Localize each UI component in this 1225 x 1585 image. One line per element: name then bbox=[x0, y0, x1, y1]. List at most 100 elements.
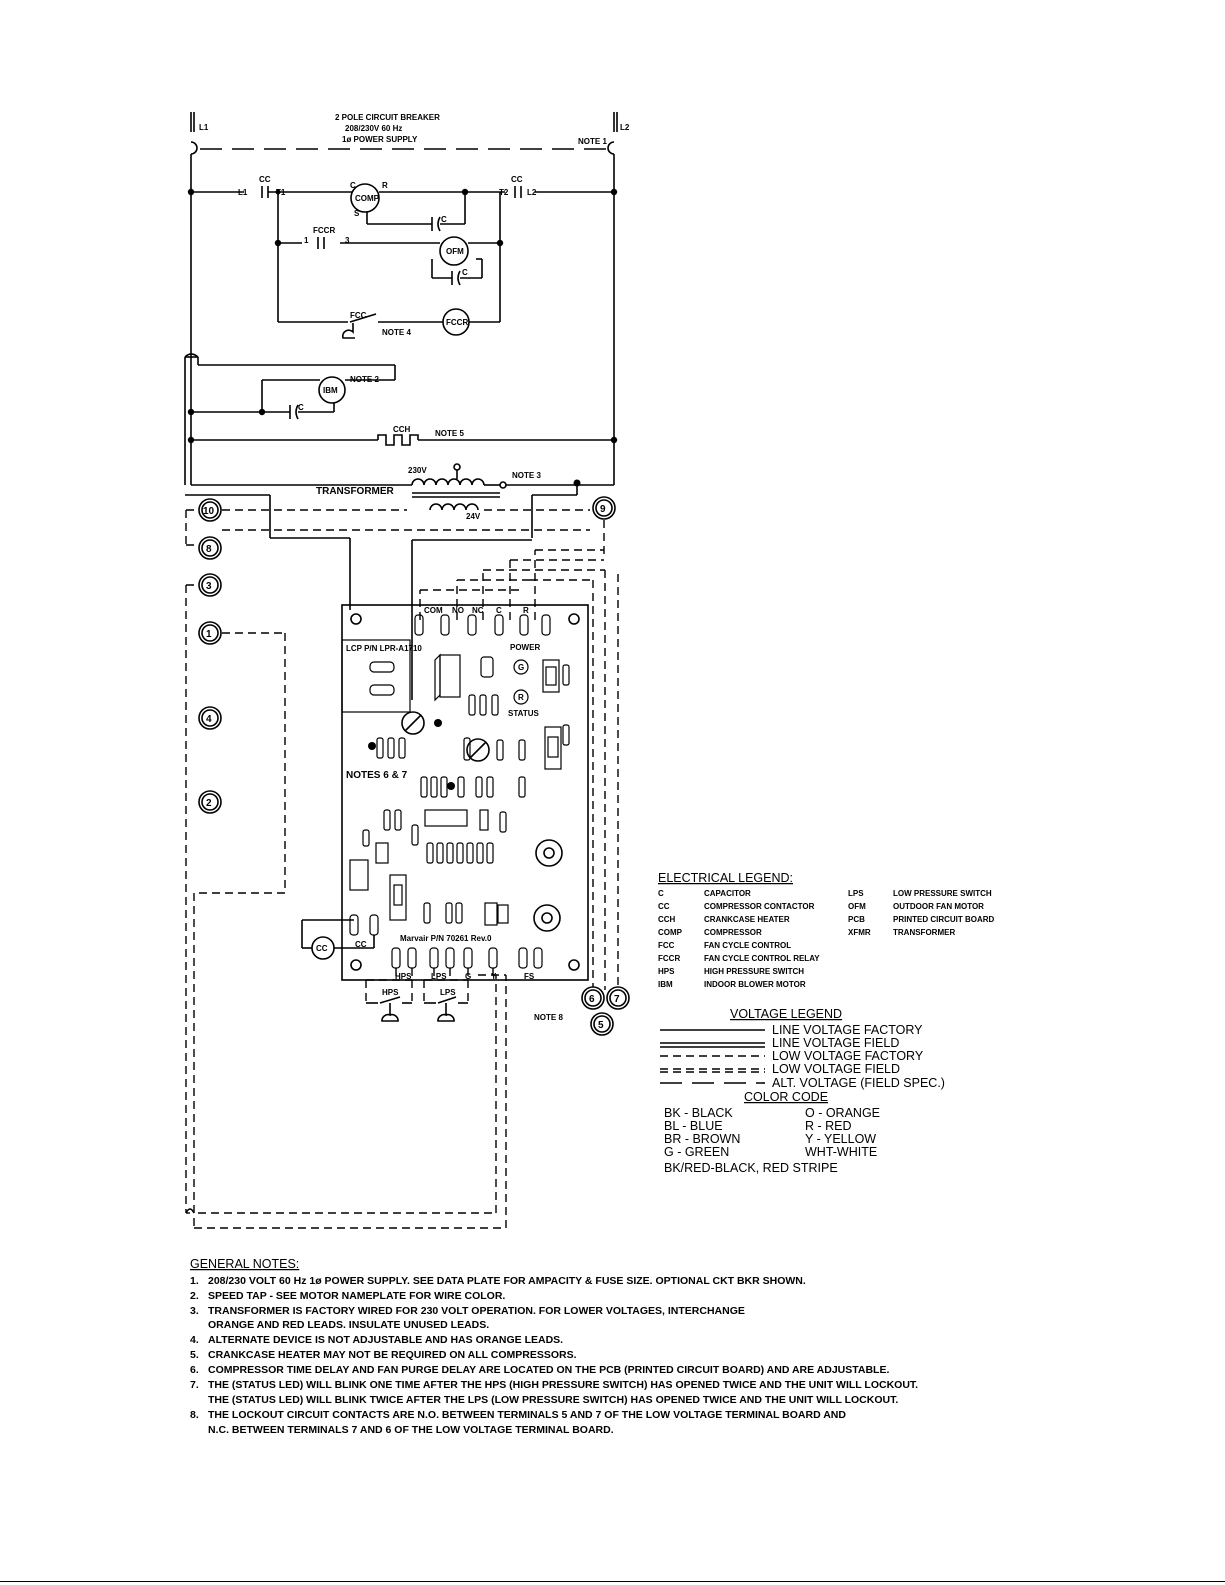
low-voltage-wiring bbox=[185, 509, 619, 1229]
ibm-label: IBM bbox=[323, 386, 338, 395]
legend-desc-fccr: FAN CYCLE CONTROL RELAY bbox=[704, 954, 820, 963]
svg-text:4: 4 bbox=[206, 714, 212, 725]
fccr-terminal-1: 1 bbox=[304, 236, 309, 245]
note-5-num: 5. bbox=[190, 1349, 199, 1361]
note1-label: NOTE 1 bbox=[578, 137, 607, 146]
voltage-legend-title: VOLTAGE LEGEND bbox=[730, 1007, 842, 1021]
note-4-num: 4. bbox=[190, 1334, 199, 1346]
color-y: Y - YELLOW bbox=[805, 1132, 876, 1146]
power-led-g: G bbox=[518, 663, 524, 672]
legend-abbr-xfmr: XFMR bbox=[848, 928, 871, 937]
legend-abbr-ofm: OFM bbox=[848, 902, 866, 911]
status-led-r: R bbox=[518, 693, 524, 702]
status-led-label: STATUS bbox=[508, 709, 539, 718]
contact-l2: L2 bbox=[527, 188, 537, 197]
legend-abbr-cch: CCH bbox=[658, 915, 676, 924]
ofm-cap-label: C bbox=[462, 268, 468, 277]
circuit-breaker-header: L1 L2 2 POLE CIRCUIT BREAKER 208/230V 60… bbox=[190, 112, 630, 192]
legend-desc-xfmr: TRANSFORMER bbox=[893, 928, 955, 937]
color-bk: BK - BLACK bbox=[664, 1106, 733, 1120]
comp-label: COMP bbox=[355, 194, 380, 203]
comp-c: C bbox=[350, 181, 356, 190]
svg-text:6: 6 bbox=[589, 994, 595, 1005]
fan-purge-dial[interactable] bbox=[533, 904, 561, 932]
fcc-label: FCC bbox=[350, 311, 367, 320]
legend-abbr-pcb: PCB bbox=[848, 915, 865, 924]
legend-desc-cch: CRANKCASE HEATER bbox=[704, 915, 790, 924]
hps-switch-label: HPS bbox=[382, 988, 399, 997]
voltage-item-line-factory: LINE VOLTAGE FACTORY bbox=[772, 1023, 923, 1037]
outdoor-fan-motor-symbol bbox=[439, 236, 469, 266]
comp-s: S bbox=[354, 209, 360, 218]
term-g: G bbox=[465, 972, 471, 981]
svg-text:1: 1 bbox=[206, 629, 212, 640]
legend-abbr-comp: COMP bbox=[658, 928, 683, 937]
terminal-board: 10 9 8 3 1 4 2 6 bbox=[198, 496, 630, 1036]
legend-abbr-fccr: FCCR bbox=[658, 954, 680, 963]
note-7-text: THE (STATUS LED) WILL BLINK ONE TIME AFT… bbox=[208, 1379, 918, 1391]
compressor-delay-dial[interactable] bbox=[535, 839, 563, 867]
relay-term-nc: NC bbox=[472, 606, 484, 615]
relay-term-no: NO bbox=[452, 606, 464, 615]
svg-text:3: 3 bbox=[206, 581, 212, 592]
l1-label: L1 bbox=[199, 123, 209, 132]
note3-label: NOTE 3 bbox=[512, 471, 541, 480]
terminal-4: 4 bbox=[198, 706, 222, 730]
term-hps: HPS bbox=[395, 972, 412, 981]
line-voltage-schematic: CC CC L1 T1 T2 L2 COMP C R S C FCCR 1 3 … bbox=[184, 175, 618, 538]
contact-l1: L1 bbox=[238, 188, 248, 197]
note-4-text: ALTERNATE DEVICE IS NOT ADJUSTABLE AND H… bbox=[208, 1334, 563, 1346]
color-r: R - RED bbox=[805, 1119, 852, 1133]
legend-desc-pcb: PRINTED CIRCUIT BOARD bbox=[893, 915, 995, 924]
note-2-text: SPEED TAP - SEE MOTOR NAMEPLATE FOR WIRE… bbox=[208, 1290, 505, 1302]
color-code: COLOR CODE BK - BLACK BL - BLUE BR - BRO… bbox=[664, 1090, 880, 1175]
legend-desc-fcc: FAN CYCLE CONTROL bbox=[704, 941, 791, 950]
l2-label: L2 bbox=[620, 123, 630, 132]
pcb-board: COM NO NC C R LCP P/N LPR-A1710 POWER G … bbox=[341, 604, 589, 981]
fccr-terminal-3: 3 bbox=[345, 236, 350, 245]
cc-contact-right-label: CC bbox=[511, 175, 523, 184]
v24-label: 24V bbox=[466, 512, 481, 521]
ofm-label: OFM bbox=[446, 247, 464, 256]
pcb-relay-terminals: COM NO NC C R bbox=[414, 606, 551, 636]
legend-abbr-fcc: FCC bbox=[658, 941, 675, 950]
legend-abbr-hps: HPS bbox=[658, 967, 675, 976]
terminal-2: 2 bbox=[198, 790, 222, 814]
compressor-symbol bbox=[350, 183, 380, 213]
voltage-item-low-field: LOW VOLTAGE FIELD bbox=[772, 1062, 900, 1076]
color-g: G - GREEN bbox=[664, 1145, 729, 1159]
note-8-text: THE LOCKOUT CIRCUIT CONTACTS ARE N.O. BE… bbox=[208, 1409, 846, 1421]
legend-desc-comp: COMPRESSOR bbox=[704, 928, 762, 937]
note2-label: NOTE 2 bbox=[350, 375, 379, 384]
note-6-text: COMPRESSOR TIME DELAY AND FAN PURGE DELA… bbox=[208, 1364, 889, 1376]
note-2-num: 2. bbox=[190, 1290, 199, 1302]
cch-label: CCH bbox=[393, 425, 411, 434]
ibm-cap-label: C bbox=[298, 403, 304, 412]
transformer-label: TRANSFORMER bbox=[316, 486, 395, 497]
electrical-legend-title: ELECTRICAL LEGEND: bbox=[658, 871, 793, 885]
color-wht: WHT-WHITE bbox=[805, 1145, 877, 1159]
breaker-power: 1ø POWER SUPPLY bbox=[342, 135, 418, 144]
legend-desc-c: CAPACITOR bbox=[704, 889, 751, 898]
svg-text:5: 5 bbox=[598, 1020, 604, 1031]
note-3b-text: ORANGE AND RED LEADS. INSULATE UNUSED LE… bbox=[208, 1319, 489, 1331]
term-fs: FS bbox=[524, 972, 535, 981]
terminal-8: 8 bbox=[198, 536, 222, 560]
note4-label: NOTE 4 bbox=[382, 328, 411, 337]
breaker-title: 2 POLE CIRCUIT BREAKER bbox=[335, 113, 440, 122]
svg-text:7: 7 bbox=[614, 994, 620, 1005]
svg-text:9: 9 bbox=[600, 504, 606, 515]
page-bottom-rule bbox=[0, 1581, 1225, 1582]
voltage-item-alt: ALT. VOLTAGE (FIELD SPEC.) bbox=[772, 1076, 945, 1090]
legend-desc-ofm: OUTDOOR FAN MOTOR bbox=[893, 902, 984, 911]
breaker-voltage: 208/230V 60 Hz bbox=[345, 124, 402, 133]
note-8-num: 8. bbox=[190, 1409, 199, 1421]
voltage-item-line-field: LINE VOLTAGE FIELD bbox=[772, 1036, 899, 1050]
color-br: BR - BROWN bbox=[664, 1132, 740, 1146]
v230-label: 230V bbox=[408, 466, 427, 475]
cc-contact-left-label: CC bbox=[259, 175, 271, 184]
note-1-num: 1. bbox=[190, 1275, 199, 1287]
legend-desc-hps: HIGH PRESSURE SWITCH bbox=[704, 967, 804, 976]
cc-coil-label: CC bbox=[316, 944, 328, 953]
note-3-num: 3. bbox=[190, 1305, 199, 1317]
